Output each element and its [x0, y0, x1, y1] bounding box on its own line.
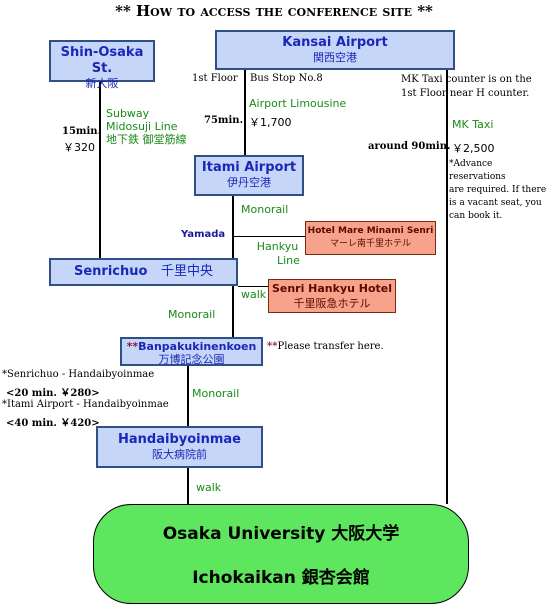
transfer-note: **Please transfer here. [267, 341, 384, 352]
limousine-time: 75min. [204, 115, 244, 126]
taxi-label: MK Taxi [452, 118, 494, 131]
hankyu-hotel-connector [238, 286, 268, 287]
taxi-reservation-note: *Advance reservations are required. If t… [449, 159, 547, 221]
hotel-label-jp: マーレ南千里ホテル [329, 239, 411, 249]
station-shin-osaka: Shin-Osaka St. 新大阪 [49, 40, 155, 90]
yamada-branch-line [232, 236, 306, 237]
station-label: Kansai Airport [282, 35, 388, 50]
walk-label-university: walk [196, 481, 222, 494]
walk-label-hotel: walk [241, 288, 267, 301]
station-handaibyoinmae: Handaibyoinmae 阪大病院前 [96, 426, 263, 468]
subway-label: Subway Midosuji Line 地下鉄 御堂筋線 [106, 107, 187, 146]
fare-note-senrichuo-value: <20 min. ￥280> [6, 388, 100, 399]
fare-note-senrichuo: *Senrichuo - Handaibyoinmae [2, 369, 155, 380]
station-label-jp: 伊丹空港 [227, 176, 271, 189]
station-label: Shin-Osaka St. [60, 45, 144, 76]
fare-note-itami: *Itami Airport - Handaibyoinmae [2, 399, 169, 410]
hotel-label: Hotel Mare Minami Senri [307, 226, 434, 236]
bus-stop-label: Bus Stop No.8 [250, 73, 323, 84]
limousine-line [244, 70, 246, 164]
itami-monorail-line [232, 196, 234, 258]
hotel-mare-minami-senri: Hotel Mare Minami Senri マーレ南千里ホテル [305, 221, 436, 255]
senrichuo-monorail-label: Monorail [168, 308, 216, 321]
station-label: **Banpakukinenkoen [126, 340, 257, 353]
station-itami-airport: Itami Airport 伊丹空港 [194, 155, 304, 196]
page-title: ** How to access the conference site ** [115, 2, 433, 20]
station-label-jp: 関西空港 [313, 51, 357, 64]
station-label-jp: 阪大病院前 [152, 448, 207, 461]
banpaku-monorail-label: Monorail [192, 387, 240, 400]
banpaku-monorail-line [187, 366, 189, 426]
walk-line [187, 468, 189, 504]
subway-fare: ￥320 [63, 141, 95, 154]
station-label-jp: 万博記念公園 [158, 353, 225, 366]
hotel-label-jp: 千里阪急ホテル [293, 297, 371, 310]
station-label: Itami Airport [201, 160, 297, 175]
subway-time: 15min. [62, 126, 102, 137]
destination-osaka-university: Osaka University 大阪大学 Ichokaikan 銀杏会館 [93, 504, 469, 604]
hankyu-line-label: Hankyu Line [256, 240, 300, 267]
taxi-note: MK Taxi counter is on the 1st Floor near… [401, 74, 532, 99]
taxi-time: around 90min. [368, 141, 451, 152]
limousine-fare: ￥1,700 [249, 116, 292, 129]
itami-monorail-label: Monorail [241, 203, 289, 216]
destination-building: Ichokaikan 銀杏会館 [192, 568, 370, 588]
taxi-line [446, 70, 448, 504]
station-label: Handaibyoinmae [118, 432, 241, 447]
fare-note-itami-value: <40 min. ￥420> [6, 418, 100, 429]
kansai-floor-label: 1st Floor [192, 73, 238, 84]
limousine-label: Airport Limousine [249, 97, 347, 110]
senrichuo-monorail-line [232, 286, 234, 337]
subway-line [99, 82, 101, 258]
station-kansai-airport: Kansai Airport 関西空港 [215, 30, 455, 70]
yamada-label: Yamada [181, 229, 226, 240]
station-banpakukinenkoen: **Banpakukinenkoen 万博記念公園 [120, 337, 263, 366]
station-senrichuo: Senrichuo 千里中央 [49, 258, 238, 286]
taxi-fare: ￥2,500 [452, 142, 495, 155]
station-label: Senrichuo 千里中央 [73, 264, 214, 279]
hotel-label: Senri Hankyu Hotel [271, 282, 393, 295]
destination-name: Osaka University 大阪大学 [162, 524, 400, 544]
station-label-jp: 新大阪 [85, 77, 119, 90]
hotel-senri-hankyu: Senri Hankyu Hotel 千里阪急ホテル [268, 279, 396, 313]
